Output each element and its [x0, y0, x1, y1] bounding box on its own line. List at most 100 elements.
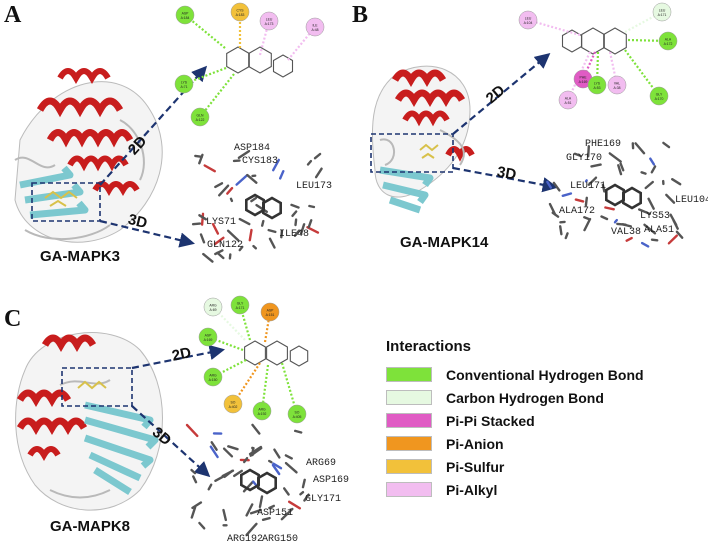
residue-chain: A:402 — [229, 405, 238, 409]
legend-swatch — [386, 482, 432, 497]
residue-chain: A:170 — [655, 97, 664, 101]
residue-chain: A:183 — [236, 13, 245, 17]
residue-name: LEU — [659, 9, 666, 13]
residue-label-3d: ASP184 — [234, 143, 270, 154]
residue-name: SO — [295, 411, 300, 415]
residue-label-3d: ASP169 — [313, 475, 349, 486]
residue-label-3d: CYS183 — [242, 156, 278, 167]
legend-label: Carbon Hydrogen Bond — [446, 389, 604, 406]
protein-structure-a — [14, 68, 163, 243]
residue-label-3d: ARG69 — [306, 458, 336, 469]
legend-swatch — [386, 367, 432, 382]
residue-label-3d: PHE169 — [585, 139, 621, 150]
residue-bubble: SOA:405 — [287, 404, 307, 424]
residue-chain: A:151 — [266, 313, 275, 317]
residue-label-3d: ALA51 — [644, 225, 674, 236]
residue-label-3d: LEU104 — [675, 195, 708, 206]
interaction-diagram-2d-c: ARGA:69GLYA:171ASPA:151ASPA:169ARGA:150S… — [198, 295, 309, 424]
residue-chain: A:51 — [565, 101, 572, 105]
residue-name: CYS — [237, 9, 245, 13]
residue-name: ALA — [665, 38, 672, 42]
residue-chain: A:169 — [579, 80, 588, 84]
residue-chain: A:192 — [258, 412, 267, 416]
panel-letter-c: C — [4, 306, 22, 332]
residue-name: ASP — [267, 309, 275, 313]
complex-name-b: GA-MAPK14 — [400, 234, 489, 251]
residue-label-3d: LEU173 — [296, 181, 332, 192]
legend-item: Pi-Sulfur — [386, 455, 702, 478]
residue-chain: A:122 — [196, 118, 205, 122]
complex-name-a: GA-MAPK3 — [40, 248, 121, 265]
residue-name: LEU — [266, 18, 273, 22]
residue-label-3d: GLY171 — [305, 494, 341, 505]
residue-bubble: SOA:402 — [223, 394, 243, 414]
residue-label-3d: LYS53 — [640, 211, 670, 222]
residue-name: ASP — [205, 334, 213, 338]
legend-swatch — [386, 436, 432, 451]
residue-chain: A:104 — [524, 21, 533, 25]
residue-name: ARG — [209, 374, 217, 378]
residue-chain: A:69 — [210, 308, 217, 312]
panel-letter-a: A — [4, 2, 22, 28]
residue-label-3d: VAL38 — [611, 227, 641, 238]
residue-name: GLY — [656, 93, 663, 97]
residue-label-3d: LYS71 — [206, 217, 236, 228]
residue-label-3d: ASP151 — [257, 508, 293, 519]
residue-name: ALA — [565, 97, 572, 101]
legend-label: Pi-Sulfur — [446, 458, 505, 475]
residue-chain: A:405 — [293, 415, 302, 419]
residue-label-3d: ARG192 — [227, 534, 263, 545]
residue-name: LYS — [594, 82, 601, 86]
residue-name: ASP — [182, 12, 190, 16]
residue-chain: A:150 — [209, 378, 218, 382]
residue-name: GLN — [197, 114, 205, 118]
residue-name: ARG — [209, 304, 217, 308]
residue-chain: A:173 — [265, 22, 274, 26]
residue-label-3d: LEU171 — [570, 181, 606, 192]
residue-name: LYS — [181, 81, 188, 85]
legend-title: Interactions — [386, 338, 472, 355]
residue-name: PHE — [580, 76, 588, 80]
complex-name-c: GA-MAPK8 — [50, 518, 131, 535]
legend-label: Conventional Hydrogen Bond — [446, 366, 644, 383]
residue-chain: A:48 — [312, 28, 319, 32]
residue-chain: A:53 — [594, 86, 601, 90]
legend-swatch — [386, 413, 432, 428]
residue-name: VAL — [614, 82, 620, 86]
legend-label: Pi-Alkyl — [446, 481, 498, 498]
legend-item: Pi-Anion — [386, 432, 702, 455]
legend-item: Conventional Hydrogen Bond — [386, 363, 702, 386]
residue-chain: A:171 — [236, 306, 245, 310]
protein-structure-b — [370, 65, 475, 214]
residue-name: ARG — [258, 408, 266, 412]
residue-name: LEU — [525, 17, 532, 21]
arrow-label-3d-b: 3D — [495, 163, 518, 184]
residue-chain: A:172 — [664, 42, 673, 46]
panel-letter-b: B — [352, 2, 369, 28]
residue-name: SO — [231, 401, 236, 405]
residue-name: GLY — [237, 302, 244, 306]
protein-structure-c — [15, 332, 163, 511]
